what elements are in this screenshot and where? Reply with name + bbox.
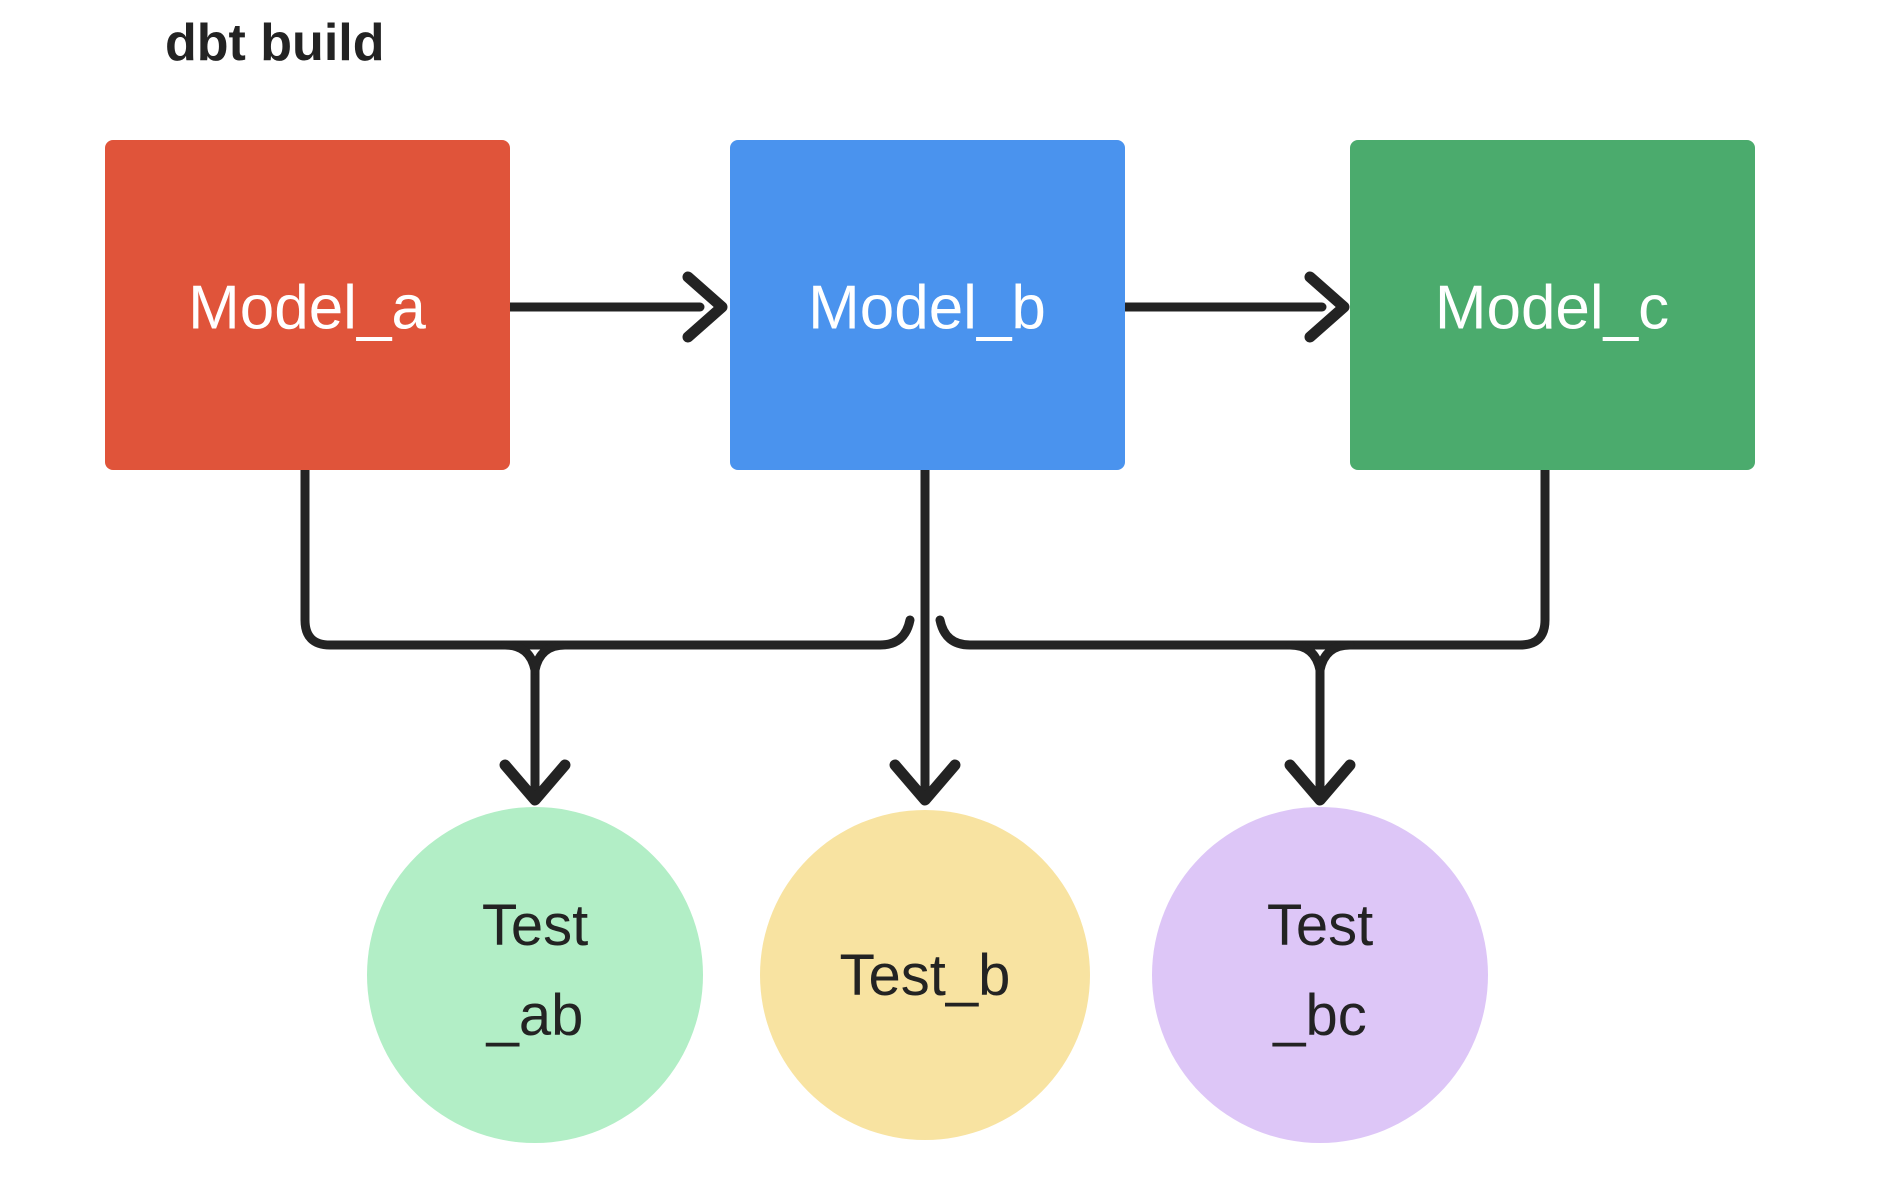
test-ab-label-line1: Test: [482, 893, 588, 958]
edge-model-a-dropline: [300, 465, 510, 650]
model-b-label: Model_b: [808, 273, 1046, 342]
test-b-label-line1: Test_b: [840, 943, 1011, 1008]
edge-branch-to-test-ab: [499, 640, 571, 806]
test-bc-label-line2: _bc: [1272, 983, 1367, 1048]
page-title: dbt build: [165, 14, 384, 72]
edge-horizontal-bus: [500, 615, 1355, 650]
model-b-shape: [730, 140, 1125, 470]
test-bc-label-line1: Test: [1267, 893, 1373, 958]
node-test-ab[interactable]: Test _ab: [367, 807, 703, 1143]
edge-branch-to-test-bc: [1284, 640, 1356, 806]
test-ab-label-line2: _ab: [486, 983, 584, 1048]
node-test-bc[interactable]: Test _bc: [1152, 807, 1488, 1143]
node-test-b[interactable]: Test_b: [760, 810, 1090, 1140]
edge-branch-to-test-b: [889, 759, 961, 806]
model-a-label: Model_a: [188, 273, 426, 342]
model-c-label: Model_c: [1435, 273, 1669, 342]
test-bc-shape: [1152, 807, 1488, 1143]
node-model-a[interactable]: Model_a: [105, 140, 510, 470]
test-ab-shape: [367, 807, 703, 1143]
edge-model-a-to-model-b: [505, 271, 728, 343]
node-model-b[interactable]: Model_b: [730, 140, 1125, 470]
edge-model-c-dropline: [1345, 465, 1550, 650]
model-a-shape: [105, 140, 510, 470]
node-model-c[interactable]: Model_c: [1350, 140, 1755, 470]
model-c-shape: [1350, 140, 1755, 470]
test-b-shape: [760, 810, 1090, 1140]
edge-model-b-to-model-c: [1120, 271, 1350, 343]
